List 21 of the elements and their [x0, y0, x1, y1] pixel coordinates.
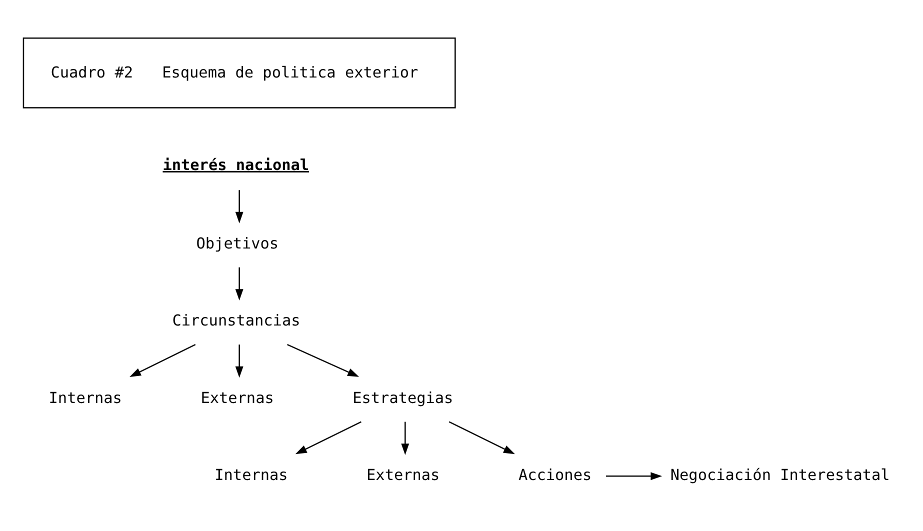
node-text: Estrategias	[352, 388, 454, 406]
arrow	[448, 420, 515, 454]
arrow	[401, 421, 410, 454]
node-text: Objetivos	[196, 234, 279, 252]
arrow	[287, 344, 360, 376]
node-text: Internas	[214, 466, 288, 484]
label: Cuadro #2	[50, 63, 133, 81]
arrow	[130, 344, 196, 376]
node-text: Negociación Interestatal	[670, 466, 890, 484]
arrow	[295, 420, 362, 454]
node-text: interés nacional	[162, 155, 310, 174]
arrow	[235, 344, 244, 378]
node-text: Acciones	[518, 466, 592, 484]
node-text: Internas	[48, 388, 122, 406]
node-text: Externas	[200, 388, 274, 406]
node-text: Circunstancias	[172, 311, 300, 330]
arrow	[606, 472, 662, 480]
arrow	[235, 190, 244, 223]
node-text: Externas	[366, 466, 440, 484]
diagram-title: Esquema de politica exterior	[162, 63, 418, 81]
arrow	[235, 266, 244, 300]
